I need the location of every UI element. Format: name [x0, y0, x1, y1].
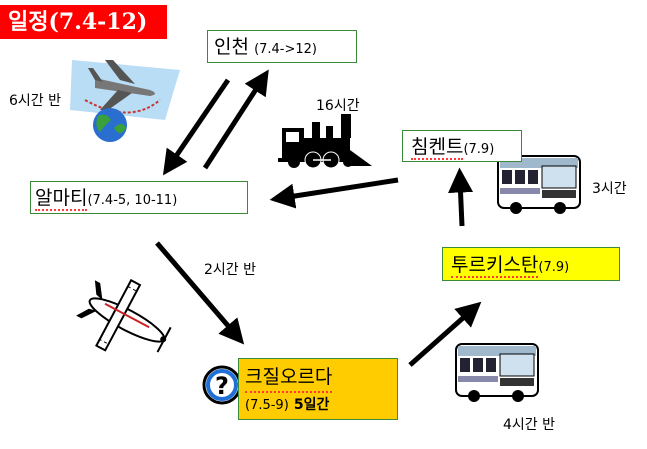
node-almaty-dates: (7.4-5, 10-11) [87, 193, 178, 208]
node-chimkent: 침켄트(7.9) [402, 130, 522, 162]
node-kyzylorda: 크질오르다 (7.5-9) 5일간 [238, 358, 398, 420]
node-turkistan-dates: (7.9) [538, 260, 570, 275]
duration-bus-turkistan-chimkent: 3시간 [592, 181, 627, 197]
arrow-incheon-to-almaty [162, 78, 231, 176]
schedule-title: 일정(7.4-12) [0, 5, 167, 39]
arrow-turkistan-to-chimkent [448, 167, 474, 227]
duration-flight-incheon-almaty: 6시간 반 [9, 93, 61, 109]
node-chimkent-name: 침켄트 [411, 136, 464, 160]
arrow-almaty-to-incheon [202, 69, 269, 170]
node-turkistan: 투르키스탄(7.9) [442, 247, 620, 281]
propeller-plane-icon [76, 278, 172, 353]
duration-bus-kyzylorda-turkistan: 4시간 반 [503, 417, 555, 433]
bus-icon [455, 343, 539, 402]
node-incheon-dates: (7.4->12) [254, 42, 318, 57]
node-kyzylorda-dates: (7.5-9) [245, 397, 289, 413]
arrow-almaty-to-kyzylorda [155, 241, 245, 345]
node-almaty-name: 알마티 [35, 187, 88, 211]
duration-train-chimkent-almaty: 16시간 [316, 98, 360, 114]
node-incheon-name: 인천 [214, 36, 249, 58]
node-incheon: 인천 (7.4->12) [207, 30, 357, 63]
duration-flight-almaty-kyzylorda: 2시간 반 [204, 262, 256, 278]
node-kyzylorda-name: 크질오르다 [245, 365, 333, 393]
arrow-kyzylorda-to-turkistan [408, 301, 482, 367]
node-kyzylorda-duration: 5일간 [293, 396, 330, 413]
node-turkistan-name: 투르키스탄 [451, 254, 539, 278]
airplane-globe-icon [70, 60, 180, 142]
steam-train-icon [278, 114, 372, 169]
svg-text:?: ? [215, 372, 229, 400]
bus-icon [497, 155, 581, 214]
question-mark-icon: ? [202, 365, 242, 405]
node-chimkent-dates: (7.9) [463, 142, 495, 157]
arrow-chimkent-to-almaty [269, 177, 399, 209]
node-almaty: 알마티(7.4-5, 10-11) [30, 181, 248, 214]
